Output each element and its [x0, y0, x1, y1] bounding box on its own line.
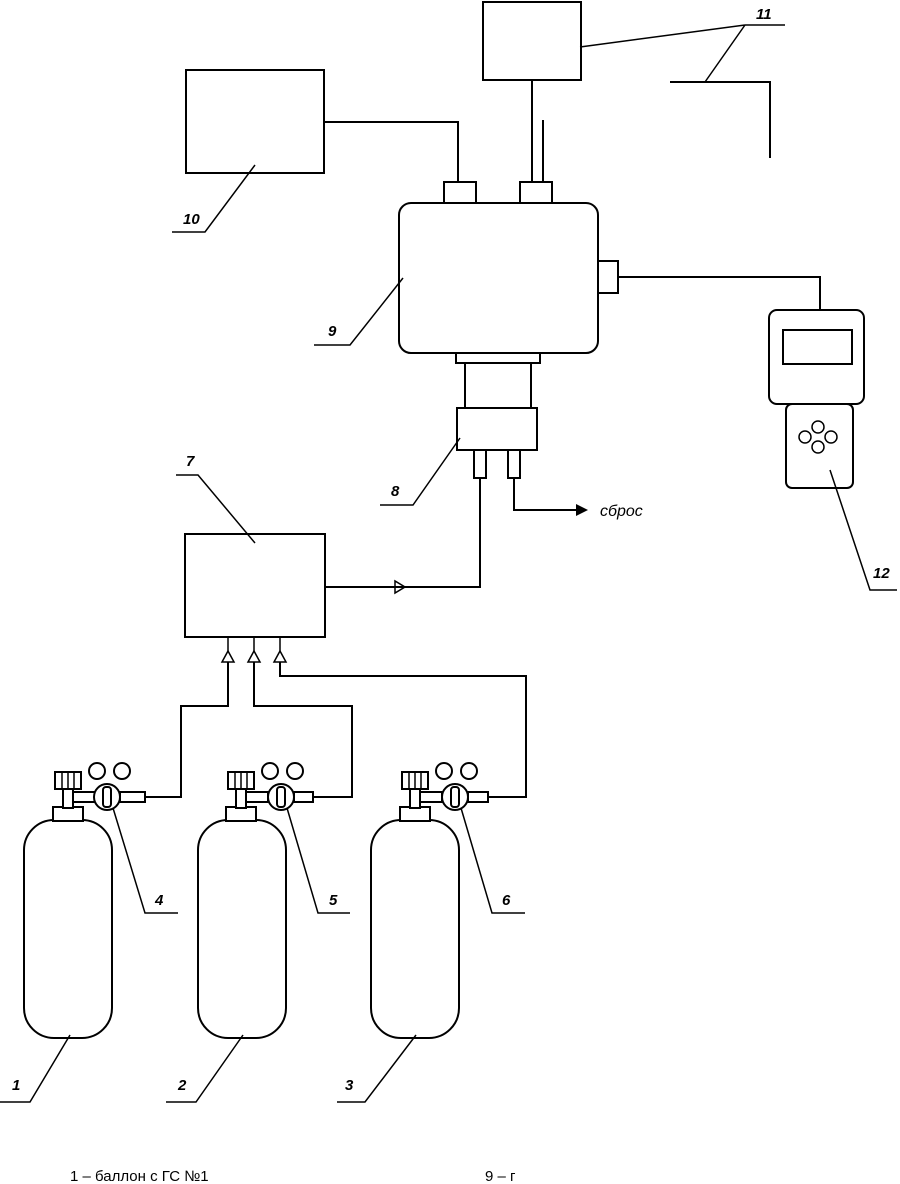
- meter-12: [768, 309, 865, 489]
- sensor-8: [456, 407, 588, 516]
- label-9: 9: [328, 323, 337, 340]
- label-8: 8: [391, 483, 400, 500]
- exhaust-arrow-icon: [576, 504, 588, 516]
- label-12: 12: [873, 565, 890, 582]
- label-5: 5: [329, 892, 338, 909]
- regulator-5: [261, 762, 314, 811]
- regulator-6: [435, 762, 489, 811]
- gas-lines: [145, 662, 527, 798]
- block-10: [185, 69, 459, 182]
- label-7: 7: [186, 453, 195, 470]
- label-10: 10: [183, 211, 200, 228]
- cylinder-1: [23, 771, 113, 1039]
- caption-right: 9 – г: [485, 1168, 516, 1184]
- block-11: [482, 1, 771, 182]
- chamber-9: [398, 181, 821, 409]
- label-2: 2: [177, 1077, 187, 1094]
- leader-lines: [0, 24, 897, 1103]
- mixer-7: [184, 478, 481, 663]
- label-4: 4: [154, 892, 164, 909]
- label-11: 11: [756, 6, 772, 23]
- label-1: 1: [12, 1077, 20, 1094]
- inlet-arrow-icon: [246, 649, 262, 663]
- inlet-arrow-icon: [272, 649, 288, 663]
- inlet-arrow-icon: [220, 649, 236, 663]
- label-6: 6: [502, 892, 511, 909]
- caption-left: 1 – баллон с ГС №1: [70, 1168, 209, 1184]
- exhaust-label: сброс: [600, 503, 643, 520]
- cylinder-2: [197, 771, 287, 1039]
- regulator-4: [88, 762, 146, 811]
- flow-arrow-icon: [394, 579, 407, 595]
- cylinder-3: [370, 771, 460, 1039]
- label-3: 3: [345, 1077, 354, 1094]
